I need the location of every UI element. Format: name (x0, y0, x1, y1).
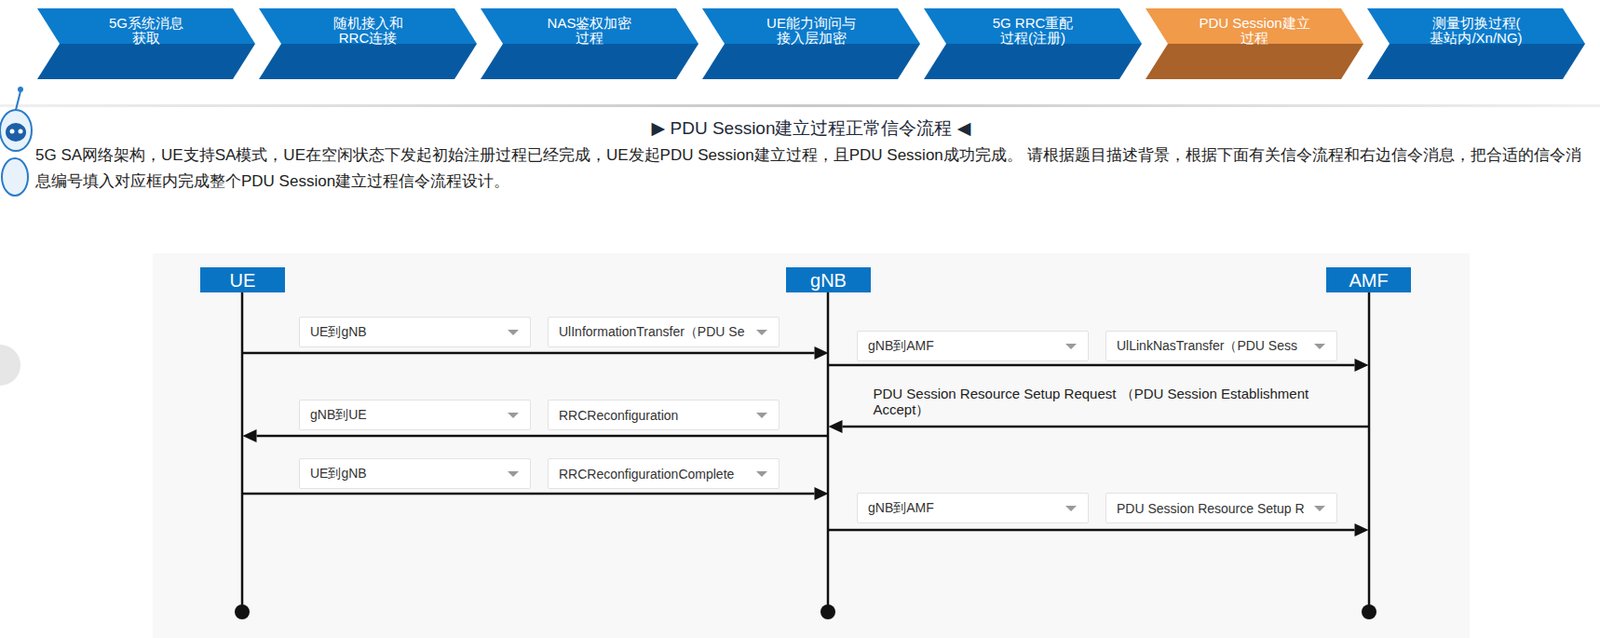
dropdown-caret (1065, 343, 1077, 350)
dropdown-caret (756, 471, 768, 477)
dropdown-caret (1065, 505, 1077, 512)
chevron-text-wrap: 测量切换过程( 基站内/Xn/NG) (1367, 15, 1586, 46)
lifeline-header: UE (200, 267, 285, 293)
arrow-head (243, 429, 258, 443)
process-chevron: PDU Session建立 过程 (1145, 8, 1364, 80)
dropdown-caret (1314, 343, 1326, 350)
message-line (828, 364, 1356, 367)
entity-name: gNB (810, 270, 847, 291)
process-chevron: UE能力询问与 接入层加密 (702, 8, 921, 80)
dropdown-select: gNB到AMF (856, 492, 1089, 524)
task-description: 5G SA网络架构，UE支持SA模式，UE在空闲状态下发起初始注册过程已经完成，… (35, 142, 1589, 195)
arrow-head (814, 346, 829, 360)
step-name: 测量切换过程( 基站内/Xn/NG) (1423, 15, 1531, 46)
chevron-text-wrap: 5G系统消息 获取 (37, 15, 256, 46)
chevron-bottom (37, 43, 256, 80)
step-name: 5G系统消息 获取 (104, 15, 189, 46)
chevron-bottom (480, 43, 699, 80)
arrow-head (1355, 523, 1370, 537)
dropdown-caret (756, 329, 768, 336)
dropdown-caret (507, 329, 519, 336)
dropdown-value: UE到gNB (310, 465, 367, 483)
lifelines (242, 291, 1370, 612)
message-line (842, 425, 1370, 429)
process-chevron: NAS鉴权加密 过程 (480, 8, 699, 80)
dropdown-select: UE到gNB (298, 458, 531, 489)
arrow-head (828, 420, 843, 434)
side-button (0, 344, 21, 386)
chevron-bottom (702, 43, 921, 80)
message-label: PDU Session Resource Setup Request （PDU … (873, 385, 1312, 418)
step-name: 随机接入和 RRC连接 (321, 15, 415, 46)
arrow-head (814, 487, 829, 501)
message-line (243, 492, 815, 496)
step-name: NAS鉴权加密 过程 (541, 15, 639, 46)
process-chevron: 测量切换过程( 基站内/Xn/NG) (1367, 8, 1586, 80)
chevron-text-wrap: 随机接入和 RRC连接 (258, 15, 477, 46)
dropdown-select: RRCReconfiguration (547, 399, 780, 431)
dropdown-value: UE到gNB (310, 324, 367, 341)
process-chevron: 随机接入和 RRC连接 (258, 8, 477, 80)
chevron-bottom (1145, 43, 1364, 80)
entity-name: AMF (1348, 270, 1388, 291)
chevron-bottom (258, 43, 477, 80)
dropdown-caret (756, 412, 768, 419)
dropdown-value: UlInformationTransfer（PDU Se (558, 324, 745, 341)
page-title: ▶ PDU Session建立过程正常信令流程 ◀ (11, 117, 1600, 140)
dropdown-value: RRCReconfiguration (558, 407, 678, 423)
entity-name: UE (230, 270, 257, 291)
chevron-bottom (923, 43, 1142, 80)
dropdown-select: gNB到UE (298, 399, 531, 431)
step-name: PDU Session建立 过程 (1196, 15, 1314, 46)
dropdown-select: PDU Session Resource Setup R (1105, 492, 1338, 524)
dropdown-caret (507, 412, 519, 419)
message-arrow (243, 487, 829, 501)
robot-mascot (0, 86, 32, 196)
separator-line (0, 104, 1600, 108)
dropdown-value: PDU Session Resource Setup R (1116, 501, 1305, 516)
lifeline-ends (234, 604, 1377, 620)
dropdown-value: RRCReconfigurationComplete (558, 466, 734, 482)
message-arrow (828, 523, 1370, 537)
message-line (257, 434, 829, 438)
diagram-panel (152, 253, 1470, 638)
dropdown-value: UlLinkNasTransfer（PDU Sess (1116, 338, 1298, 355)
process-chevron: 5G RRC重配 过程(注册) (923, 8, 1142, 80)
step-name: 5G RRC重配 过程(注册) (981, 15, 1085, 46)
message-line (243, 352, 815, 355)
arrow-head (1355, 358, 1370, 372)
message-arrow (243, 429, 829, 443)
message-line (828, 528, 1356, 532)
dropdown-caret (1314, 505, 1326, 512)
dropdown-select: RRCReconfigurationComplete (547, 458, 780, 489)
dropdown-select: UE到gNB (298, 316, 531, 348)
dropdown-select: UlInformationTransfer（PDU Se (547, 316, 780, 348)
lifeline-header: AMF (1326, 267, 1411, 293)
dropdown-caret (507, 471, 519, 477)
message-arrow (243, 346, 829, 360)
process-chevron: 5G系统消息 获取 (37, 8, 256, 80)
chevron-text-wrap: NAS鉴权加密 过程 (480, 15, 699, 46)
chevron-text-wrap: UE能力询问与 接入层加密 (702, 15, 921, 46)
chevron-text-wrap: 5G RRC重配 过程(注册) (923, 15, 1142, 46)
chevron-bottom (1367, 43, 1586, 80)
message-arrow (828, 420, 1370, 434)
dropdown-value: gNB到UE (310, 406, 367, 424)
dropdown-value: gNB到AMF (867, 500, 935, 517)
chevron-text-wrap: PDU Session建立 过程 (1145, 15, 1364, 46)
dropdown-select: gNB到AMF (856, 330, 1089, 362)
dropdown-value: gNB到AMF (867, 338, 935, 355)
dropdown-select: UlLinkNasTransfer（PDU Sess (1105, 330, 1338, 362)
lifeline-header: gNB (786, 267, 871, 293)
step-name: UE能力询问与 接入层加密 (759, 15, 863, 46)
